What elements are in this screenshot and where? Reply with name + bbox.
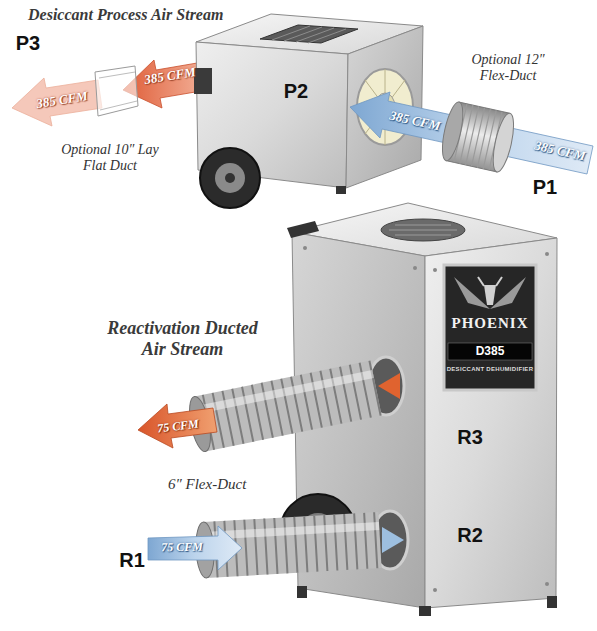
flex-duct-12 (438, 100, 517, 173)
rivet (545, 252, 549, 256)
process-air-arrow (350, 92, 593, 174)
duct-end (186, 395, 215, 453)
part-code: P1 (525, 176, 565, 199)
airflow-rate: 385 CFM (524, 136, 596, 167)
duct-end (489, 112, 518, 174)
duct-body (446, 102, 510, 172)
rivet (433, 268, 437, 272)
inlet-arrow-head (382, 527, 404, 553)
product-type: DESICCANT DEHUMIDIFIER (444, 366, 536, 372)
airflow-rate: 75 CFM (145, 415, 210, 438)
exhaust-air-arrow-faint (12, 78, 102, 126)
logo-bull-head (484, 285, 496, 305)
duct-note: Optional 12″ Flex-Duct (458, 52, 558, 84)
grille-slats (389, 225, 457, 235)
rivet (433, 588, 437, 592)
lay-flat-duct (95, 66, 138, 116)
reactivation-intake-arrow (148, 526, 242, 570)
part-code: P3 (8, 32, 48, 55)
logo-plate: PHOENIX D385DESICCANT DEHUMIDIFIER (444, 265, 536, 390)
duct-note: Optional 10″ Lay Flat Duct (60, 142, 160, 174)
unit-leg (204, 170, 214, 184)
lay-flat-duct-fold (99, 72, 137, 110)
unit-wheel (200, 148, 260, 208)
filter-segments (357, 69, 413, 145)
duct-end (195, 522, 216, 579)
unit-front-face (196, 42, 348, 188)
logo-horns (478, 277, 502, 286)
part-code: P2 (276, 80, 316, 103)
wheel-rim (215, 163, 245, 193)
grille-slats (272, 26, 346, 43)
part-code: R3 (445, 426, 495, 449)
duct-note: 6″ Flex-Duct (168, 476, 298, 493)
filter-hub (375, 93, 395, 121)
rivet (413, 266, 417, 270)
top-grille (260, 25, 358, 43)
reactivation-inlet-port (372, 511, 408, 569)
outlet-arrow-head (378, 373, 400, 399)
logo-wing (490, 277, 526, 309)
exhaust-outlet (194, 68, 212, 94)
brand-name: PHOENIX (444, 315, 536, 332)
duct-ribs (200, 388, 376, 424)
cabinet-leg (297, 586, 307, 598)
duct-ribs (205, 540, 380, 550)
reactivation-outlet-port (368, 357, 404, 415)
reactivation-unit: PHOENIX D385DESICCANT DEHUMIDIFIER R3R2 (285, 198, 563, 618)
rivet (545, 582, 549, 586)
wheel-hub (225, 173, 235, 183)
unit-wheel (280, 494, 356, 570)
duct-ribs (454, 104, 502, 170)
fan-grille (381, 219, 465, 241)
section-heading: Reactivation Ducted Air Stream (100, 318, 265, 360)
cabinet-handle (287, 221, 319, 238)
node-outline (190, 10, 430, 195)
duct-end (438, 100, 467, 162)
airflow-rate: 75 CFM (150, 539, 214, 555)
duct-highlight (197, 374, 373, 410)
cabinet-leg (419, 606, 431, 616)
rivet (303, 246, 307, 250)
part-code: R2 (445, 524, 495, 547)
airflow-rate: 385 CFM (26, 87, 98, 114)
desiccant-unit: P2 (190, 10, 430, 195)
node-outline (285, 198, 563, 618)
model-number: D385 (444, 344, 536, 358)
part-code: R1 (112, 549, 152, 572)
plate-face (444, 265, 536, 390)
cabinet-side-face (292, 232, 425, 608)
logo-wing (454, 277, 490, 309)
flex-duct-6-outlet (200, 388, 376, 424)
wheel-rim (299, 513, 337, 551)
unit-leg (336, 186, 346, 194)
flex-duct-6-inlet (205, 540, 380, 550)
wheel-hub (312, 526, 324, 538)
duct-highlight (204, 526, 379, 536)
cabinet-front-face (425, 238, 557, 608)
reactivation-exhaust-arrow (138, 404, 217, 448)
cabinet-leg (547, 596, 557, 608)
unit-end-face (346, 26, 423, 188)
process-filter (357, 69, 413, 145)
